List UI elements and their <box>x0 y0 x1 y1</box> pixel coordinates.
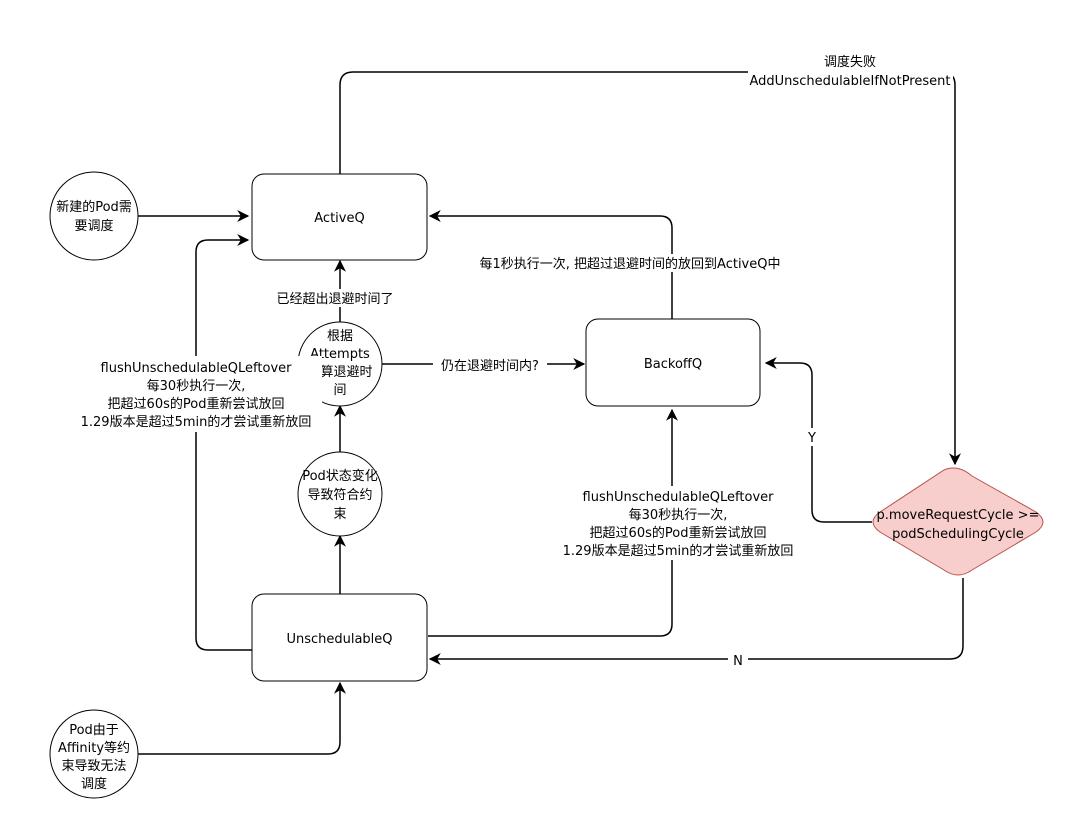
flush-left-label: flushUnschedulableQLeftover 每30秒执行一次, 把超… <box>72 356 322 432</box>
still-in-backoff-text: 仍在退避时间内? <box>441 358 539 374</box>
schedule-fail-label: 调度失败 AddUnschedulableIfNotPresent <box>748 53 953 89</box>
decision-node[interactable]: p.moveRequestCycle >= podSchedulingCycle <box>872 467 1044 576</box>
calc-backoff-line-2: Attempts <box>310 347 370 362</box>
backoffq-node[interactable]: BackoffQ <box>585 318 761 407</box>
pod-status-change-line-2: 导致符合约 <box>307 487 372 503</box>
schedule-fail-line-1: 调度失败 <box>824 54 876 70</box>
decision-diamond <box>872 467 1044 576</box>
flush-left-line-4: 1.29版本是超过5min的才尝试重新放回 <box>81 414 312 430</box>
pod-unschedulable-line-1: Pod由于 <box>69 723 119 738</box>
pod-unschedulable-node[interactable]: Pod由于 Affinity等约 束导致无法 调度 <box>49 709 139 799</box>
flush-right-line-3: 把超过60s的Pod重新尝试放回 <box>590 525 767 541</box>
no-text: N <box>733 654 743 669</box>
edge-activeq-to-decision <box>339 71 961 466</box>
calc-backoff-line-4: 间 <box>333 383 346 398</box>
new-pod-node[interactable]: 新建的Pod需 要调度 <box>49 171 139 261</box>
flush-left-line-3: 把超过60s的Pod重新尝试放回 <box>108 396 285 412</box>
flush-left-line-1: flushUnschedulableQLeftover <box>101 361 293 376</box>
backoff-to-active-label: 每1秒执行一次, 把超过退避时间的放回到ActiveQ中 <box>464 254 796 272</box>
yes-text: Y <box>807 431 816 446</box>
calc-backoff-line-3: 计算退避时 <box>307 365 372 380</box>
flush-left-line-2: 每30秒执行一次, <box>147 378 246 394</box>
backoffq-label: BackoffQ <box>644 357 702 372</box>
new-pod-line-2: 要调度 <box>74 218 113 234</box>
flush-right-label: flushUnschedulableQLeftover 每30秒执行一次, 把超… <box>552 486 804 560</box>
pod-status-change-line-1: Pod状态变化 <box>302 468 378 484</box>
edge-backoffq-to-activeq <box>428 210 673 319</box>
flush-right-line-1: flushUnschedulableQLeftover <box>583 490 775 505</box>
still-in-backoff-label: 仍在退避时间内? <box>433 356 547 374</box>
edge-pod-unschedulable-to-unschedulableq <box>136 681 346 755</box>
flush-right-line-4: 1.29版本是超过5min的才尝试重新放回 <box>563 543 794 559</box>
activeq-label: ActiveQ <box>314 211 364 226</box>
decision-line-1: p.moveRequestCycle >= <box>877 508 1040 523</box>
schedule-fail-line-2: AddUnschedulableIfNotPresent <box>750 74 951 89</box>
backoff-expired-text: 已经超出退避时间了 <box>276 292 393 307</box>
yes-label: Y <box>802 428 822 446</box>
pod-unschedulable-line-4: 调度 <box>81 776 107 792</box>
pod-unschedulable-line-2: Affinity等约 <box>58 740 130 756</box>
unschedulableq-node[interactable]: UnschedulableQ <box>251 593 428 682</box>
pod-status-change-node[interactable]: Pod状态变化 导致符合约 束 <box>297 451 383 537</box>
decision-line-2: podSchedulingCycle <box>892 527 1024 542</box>
pod-unschedulable-line-3: 束导致无法 <box>61 759 126 774</box>
edge-decision-to-unschedulableq <box>428 578 964 665</box>
activeq-node[interactable]: ActiveQ <box>251 173 428 261</box>
unschedulableq-label: UnschedulableQ <box>286 632 392 647</box>
new-pod-line-1: 新建的Pod需 <box>56 199 132 215</box>
calc-backoff-line-1: 根据 <box>327 329 353 344</box>
edge-unschedulableq-to-backoffq <box>428 408 678 637</box>
backoff-expired-label: 已经超出退避时间了 <box>268 289 402 307</box>
pod-status-change-line-3: 束 <box>333 507 346 522</box>
no-label: N <box>728 652 748 669</box>
edge-unschedulableq-to-activeq <box>195 234 252 651</box>
backoff-to-active-text: 每1秒执行一次, 把超过退避时间的放回到ActiveQ中 <box>480 256 781 272</box>
flush-right-line-2: 每30秒执行一次, <box>629 507 728 523</box>
